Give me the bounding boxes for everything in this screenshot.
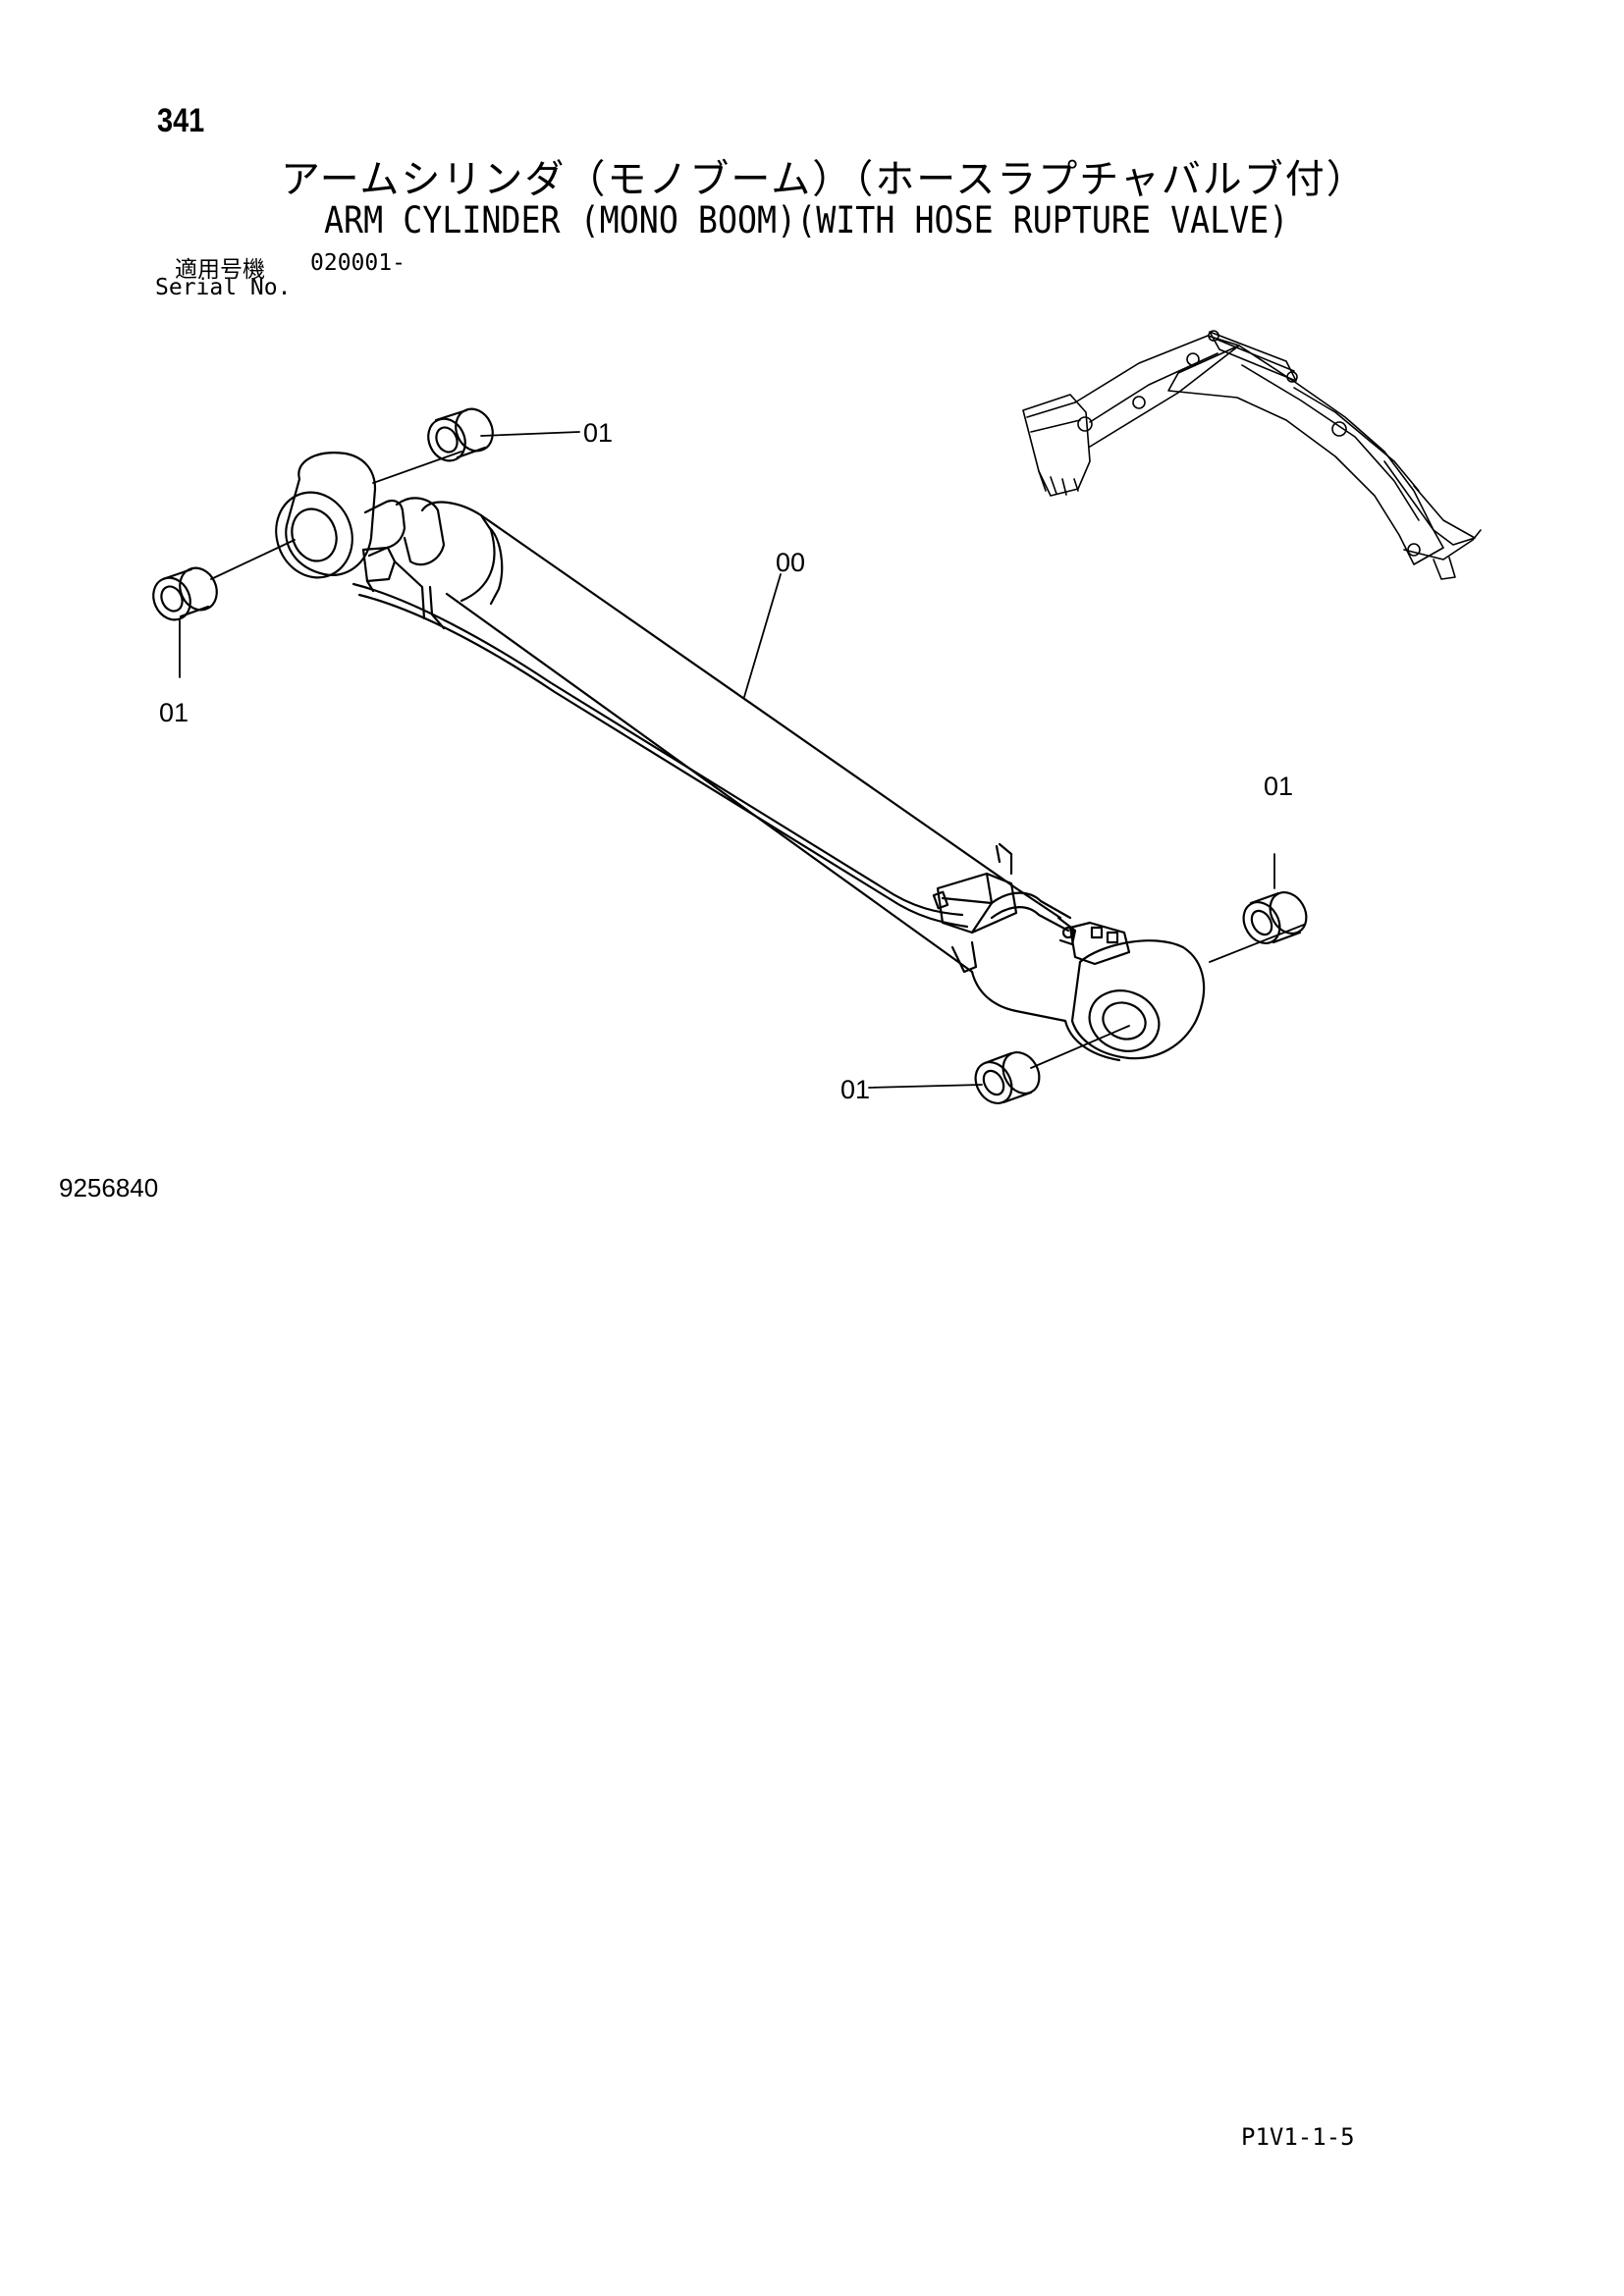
callout-right-bushing-lower: 01: [840, 1075, 870, 1104]
bushing-right-upper: [1242, 891, 1308, 944]
bushing-left: [152, 566, 218, 621]
bushing-top: [427, 407, 494, 462]
callout-top-bushing: 01: [583, 418, 613, 448]
page-code: P1V1-1-5: [1241, 2123, 1355, 2151]
title-japanese: アームシリンダ（モノブーム）（ホースラプチャバルブ付）: [281, 157, 1368, 202]
callout-cylinder-assembly: 00: [776, 548, 805, 577]
serial-label-english: Serial No.: [155, 275, 292, 300]
callout-left-bushing: 01: [159, 698, 189, 727]
figure-number: 9256840: [59, 1173, 159, 1202]
arm-cylinder-assembly: [275, 452, 1206, 1062]
leader-lines: [179, 431, 1305, 1089]
page-number: 341: [157, 102, 205, 139]
serial-value: 020001-: [310, 250, 406, 276]
excavator-thumbnail: [1022, 330, 1482, 580]
title-english: ARM CYLINDER (MONO BOOM)(WITH HOSE RUPTU…: [324, 199, 1289, 241]
callout-right-bushing-upper: 01: [1264, 772, 1293, 801]
bushing-right-lower: [974, 1051, 1041, 1104]
serial-label-japanese: 適用号機: [175, 257, 265, 283]
